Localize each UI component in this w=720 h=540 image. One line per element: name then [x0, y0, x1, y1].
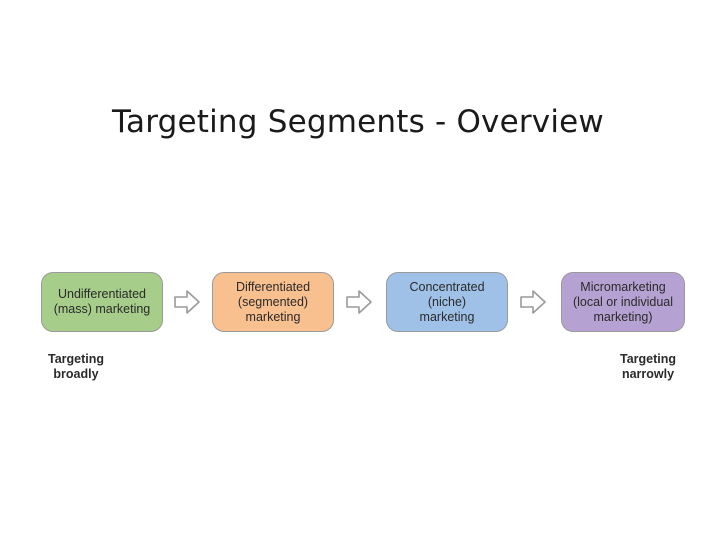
endpoint-label-narrowly: Targeting narrowly — [619, 352, 677, 381]
stage-box-concentrated: Concentrated (niche) marketing — [386, 272, 508, 332]
endpoint-label-broadly: Targeting broadly — [47, 352, 105, 381]
slide-title: Targeting Segments - Overview — [112, 104, 604, 140]
stage-label-undifferentiated: Undifferentiated (mass) marketing — [53, 287, 151, 316]
hollow-right-arrow-icon — [520, 290, 546, 314]
hollow-right-arrow-icon — [174, 290, 200, 314]
stage-box-undifferentiated: Undifferentiated (mass) marketing — [41, 272, 163, 332]
hollow-right-arrow-icon — [346, 290, 372, 314]
stage-label-micromarketing: Micromarketing (local or individual mark… — [572, 279, 674, 324]
stage-box-micromarketing: Micromarketing (local or individual mark… — [561, 272, 685, 332]
stage-box-differentiated: Differentiated (segmented) marketing — [212, 272, 334, 332]
stage-label-differentiated: Differentiated (segmented) marketing — [235, 279, 311, 324]
stage-label-concentrated: Concentrated (niche) marketing — [409, 279, 485, 324]
